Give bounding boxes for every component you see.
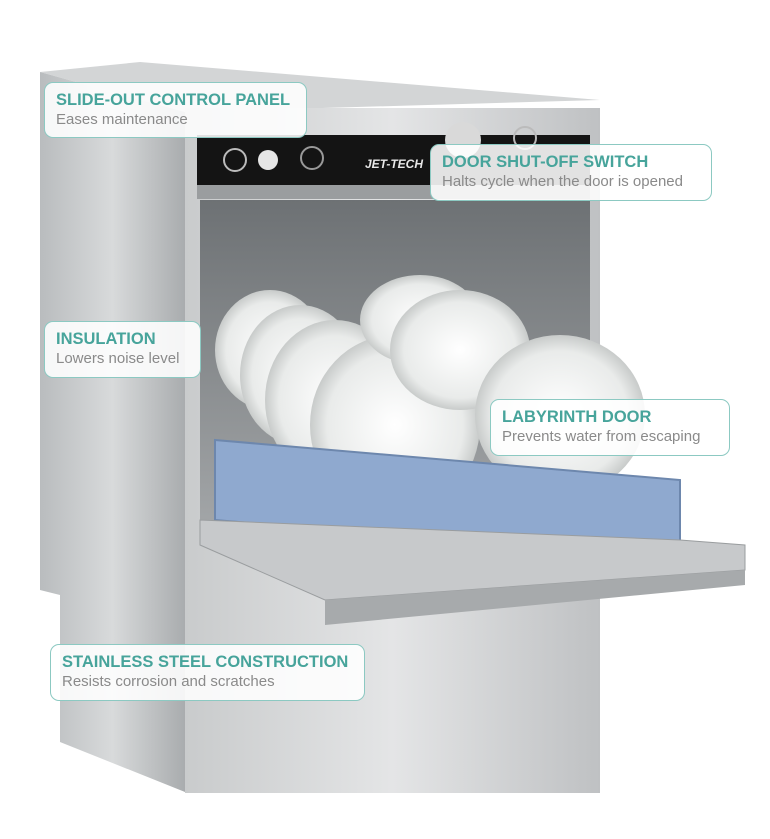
callout-subtitle: Lowers noise level <box>56 350 180 367</box>
callout-title: INSULATION <box>56 330 156 348</box>
callout-slide-out-control-panel: SLIDE-OUT CONTROL PANEL Eases maintenanc… <box>44 82 307 138</box>
callout-labyrinth-door: LABYRINTH DOOR Prevents water from escap… <box>490 399 730 456</box>
callout-title: SLIDE-OUT CONTROL PANEL <box>56 91 291 109</box>
callout-insulation: INSULATION Lowers noise level <box>44 321 201 378</box>
brand-label: JET-TECH <box>365 157 423 171</box>
callout-title: STAINLESS STEEL CONSTRUCTION <box>62 653 349 671</box>
callout-subtitle: Halts cycle when the door is opened <box>442 173 683 190</box>
callout-subtitle: Eases maintenance <box>56 111 188 128</box>
callout-title: DOOR SHUT-OFF SWITCH <box>442 153 649 171</box>
callout-subtitle: Prevents water from escaping <box>502 428 701 445</box>
callout-stainless-steel-construction: STAINLESS STEEL CONSTRUCTION Resists cor… <box>50 644 365 701</box>
callout-door-shut-off-switch: DOOR SHUT-OFF SWITCH Halts cycle when th… <box>430 144 712 201</box>
callout-subtitle: Resists corrosion and scratches <box>62 673 275 690</box>
side-panel <box>40 72 185 792</box>
callout-title: LABYRINTH DOOR <box>502 408 652 426</box>
